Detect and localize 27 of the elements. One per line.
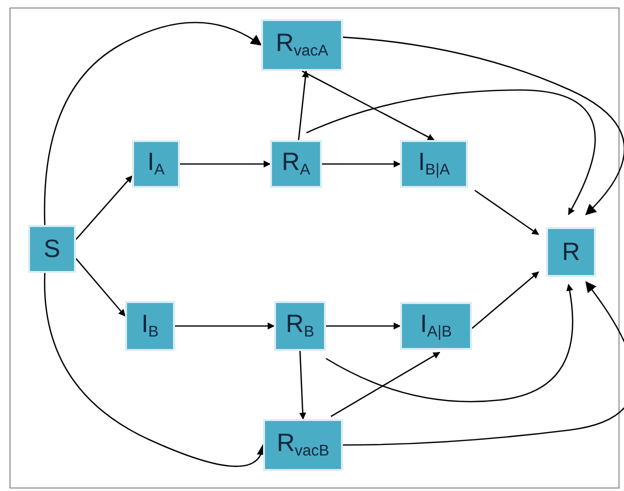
arrow <box>76 175 132 240</box>
arrow <box>298 70 309 140</box>
arrow <box>299 350 306 420</box>
compartment-box: R$_{A}$ <box>270 140 322 188</box>
arrow <box>322 160 401 168</box>
arrow <box>474 190 540 236</box>
arrow <box>180 160 271 168</box>
compartment-box: R$_{B}$ <box>274 301 326 351</box>
arrow <box>342 36 624 216</box>
compartment-box: I$_{B}$ <box>125 301 175 351</box>
arrow <box>326 284 574 402</box>
arrow <box>76 258 126 317</box>
arrow <box>44 22 262 225</box>
arrow <box>326 322 401 330</box>
compartment-box: R <box>546 227 596 277</box>
compartment-box: I$_{B|A}$ <box>400 140 468 188</box>
compartment-box: R$_{vacA}$ <box>261 19 343 71</box>
compartment-box: I$_{A|B}$ <box>400 302 472 350</box>
arrow <box>175 322 275 330</box>
arrow <box>472 272 540 329</box>
arrow <box>302 70 435 141</box>
compartment-box: S <box>28 225 76 273</box>
compartment-box: R$_{vacB}$ <box>263 419 343 471</box>
arrow <box>330 352 440 417</box>
arrow <box>343 281 624 446</box>
arrow <box>306 89 596 216</box>
compartment-box: I$_{A}$ <box>132 140 180 188</box>
